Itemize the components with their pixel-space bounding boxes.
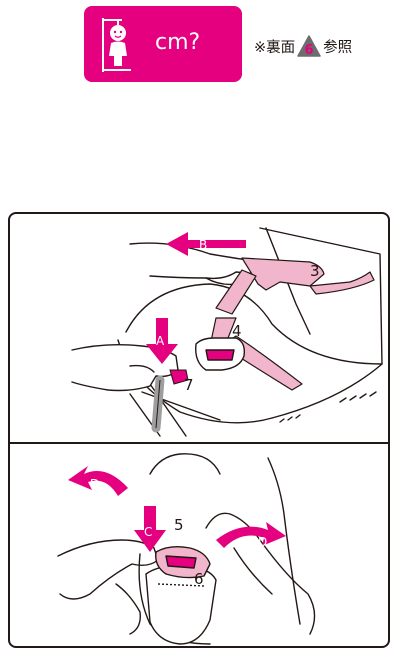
height-check-badge: cm? xyxy=(84,6,242,82)
callout-7: 7 xyxy=(184,376,194,394)
height-unit-text: cm? xyxy=(155,30,201,55)
reference-note-suffix: 参照 xyxy=(323,39,353,56)
arrow-d-right-label: D xyxy=(258,535,267,549)
step-number-triangle-icon: 6 xyxy=(297,35,321,57)
child-height-measure-icon xyxy=(102,18,131,72)
illustration-panel-top: B A 3 4 7 xyxy=(10,214,388,442)
callout-6: 6 xyxy=(194,570,204,588)
callout-5: 5 xyxy=(174,516,184,534)
arrow-d-left-label: D xyxy=(90,477,99,491)
illustration-frame: B A 3 4 7 xyxy=(8,212,390,648)
panel-divider xyxy=(10,442,388,444)
reference-note: ※裏面 6 参照 xyxy=(254,34,352,58)
callout-4: 4 xyxy=(232,322,242,340)
illustration-panel-bottom: D D C 5 6 xyxy=(10,444,388,646)
step-number: 6 xyxy=(305,43,314,57)
callout-3: 3 xyxy=(310,262,320,280)
harness-loosen-illustration: B A 3 4 7 xyxy=(71,227,383,437)
arrow-c-label: C xyxy=(144,525,152,539)
arrow-a-label: A xyxy=(156,334,165,348)
buckle-release-illustration: D D C 5 6 xyxy=(57,453,316,645)
reference-note-prefix: ※裏面 xyxy=(254,39,296,56)
arrow-b-label: B xyxy=(199,238,207,252)
